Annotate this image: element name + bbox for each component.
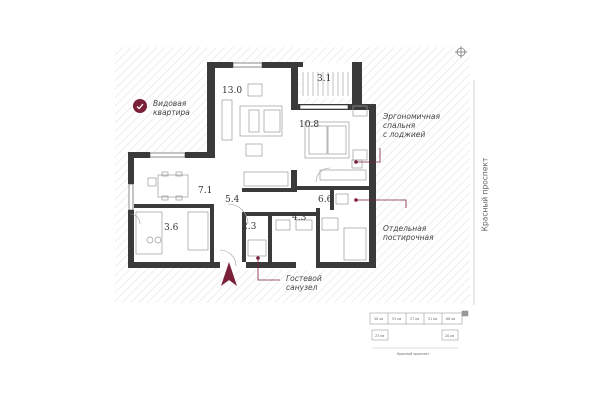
- minimap-cell: 50 кв: [374, 317, 384, 321]
- area-hall: 5.4: [225, 195, 240, 205]
- bedroom-marker: [354, 160, 358, 164]
- laundry-marker: [354, 198, 358, 202]
- note-line: Гостевой: [286, 274, 322, 283]
- entrance-arrow-icon: [221, 262, 237, 286]
- area-bathroom: 4.3: [292, 213, 307, 223]
- minimap-street: Красный проспект: [397, 352, 430, 356]
- area-laundry: 6.6: [318, 195, 333, 205]
- note-guest-wc: Гостевой санузел: [286, 274, 322, 292]
- area-loggia: 3.1: [317, 74, 332, 84]
- guest-marker: [256, 256, 260, 260]
- compass-icon: [455, 46, 467, 58]
- note-line: спальня: [383, 121, 416, 130]
- minimap-cell: 51 кв: [392, 317, 402, 321]
- note-laundry: Отдельная постирочная: [383, 224, 434, 242]
- check-icon: [136, 103, 144, 110]
- view-flat-badge: [133, 99, 147, 113]
- minimap-cell: 31 кв: [428, 317, 438, 321]
- area-bedroom: 10.8: [299, 120, 320, 130]
- note-line: Видовая: [153, 99, 187, 108]
- loggia-hatch: [302, 72, 349, 96]
- loggia-floor: [300, 63, 355, 98]
- windows: [128, 62, 349, 211]
- note-line: постирочная: [383, 233, 434, 242]
- note-line: Отдельная: [383, 224, 427, 233]
- apartment-floor: [130, 63, 372, 270]
- minimap-cell: 68 кв: [446, 317, 456, 321]
- area-wardrobe: 3.6: [164, 223, 179, 233]
- walls: [128, 62, 376, 268]
- note-line: санузел: [286, 283, 318, 292]
- area-kitchen: 7.1: [198, 186, 213, 196]
- area-living: 13.0: [222, 86, 243, 96]
- note-view-flat: Видовая квартира: [153, 99, 190, 117]
- minimap-cell: 20 кв: [445, 334, 455, 338]
- area-guest-wc: 2.3: [242, 222, 257, 232]
- note-line: квартира: [153, 108, 190, 117]
- street-label: Красный проспект: [480, 157, 490, 232]
- minimap: [369, 310, 469, 349]
- minimap-cell: 27 кв: [410, 317, 420, 321]
- note-line: Эргономичная: [383, 112, 440, 121]
- note-line: с лоджией: [383, 130, 426, 139]
- note-bedroom: Эргономичная спальня с лоджией: [383, 112, 440, 139]
- note-leaders: [257, 148, 407, 281]
- furniture: [135, 83, 368, 261]
- door-swings: [129, 167, 331, 267]
- minimap-cell: 23 кв: [375, 334, 385, 338]
